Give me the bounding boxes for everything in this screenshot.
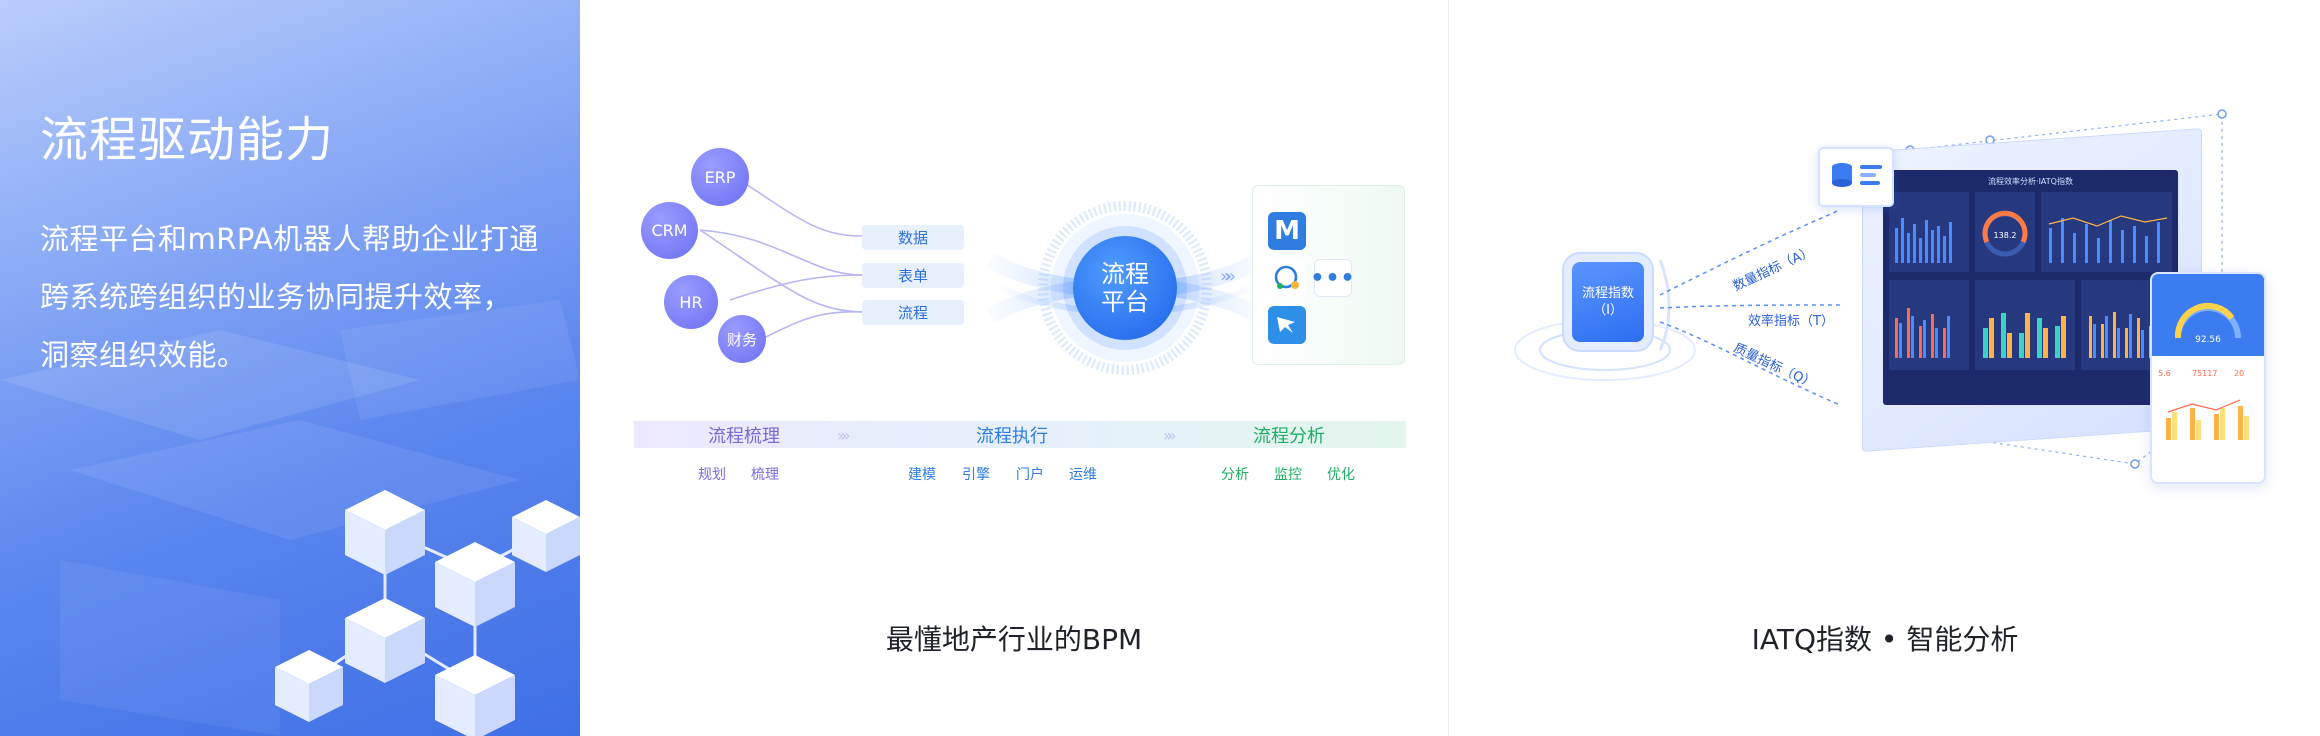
system-bubble-crm: CRM [641,202,698,259]
pill-process: 流程 [862,300,964,325]
process-index-core: 流程指数 （I） [1572,262,1644,342]
cube-shapes [275,490,580,736]
iatq-caption: IATQ指数 • 智能分析 [1751,623,2019,656]
substep-analyze: 分析 [1221,467,1249,483]
m-app-icon: M [1268,212,1306,250]
mobile-stat-1: 5.6 [2158,369,2171,378]
mobile-stat-3: 20 [2234,369,2244,378]
substep-ops: 运维 [1069,467,1097,483]
chevron-right-icon: »» [1163,426,1176,445]
pill-data: 数据 [862,225,964,250]
more-apps-icon: ••• [1310,259,1355,297]
substep-monitor: 监控 [1274,467,1302,483]
system-bubble-erp: ERP [691,148,749,206]
mobile-charts: 92.56 5.6 75117 20 [2152,288,2264,440]
mobile-header [2152,274,2264,288]
dashboard-title: 流程效率分析·IATQ指数 [1988,177,2073,186]
substep-optimize: 优化 [1327,467,1355,483]
database-icon [1818,147,1894,207]
mobile-gauge-value: 92.56 [2195,335,2221,345]
hero-background-shapes [0,300,580,736]
substep-plan: 规划 [698,467,726,483]
bpm-caption: 最懂地产行业的BPM [885,623,1143,656]
bpm-panel: 最懂地产行业的BPM [580,0,1449,736]
dashboard-charts: 138.2 [1889,192,2172,370]
dashboard-screen: 流程效率分析·IATQ指数 138.2 [1883,170,2178,405]
substep-model: 建模 [908,467,936,483]
stage-execution: 流程执行 [976,425,1048,447]
hero-panel: 流程驱动能力 流程平台和mRPA机器人帮助企业打通跨系统跨组织的业务协同提升效率… [0,0,580,736]
bird-app-icon [1268,306,1306,344]
stage-analysis: 流程分析 [1253,425,1325,447]
bpm-connection-lines [699,179,870,341]
arrow-to-apps-icon: »» [1220,266,1236,287]
system-bubble-hr: HR [664,275,718,329]
index-label-line2: （I） [1593,303,1623,318]
mobile-stat-2: 75117 [2192,369,2217,378]
hero-description: 流程平台和mRPA机器人帮助企业打通跨系统跨组织的业务协同提升效率，洞察组织效能… [40,222,539,372]
mobile-dashboard: 92.56 5.6 75117 20 [2150,272,2266,484]
metric-efficiency: 效率指标（T） [1748,314,1834,329]
substep-portal: 门户 [1016,467,1044,483]
substep-engine: 引擎 [962,467,990,483]
gauge-value: 138.2 [1994,231,2017,240]
index-label-line1: 流程指数 [1581,286,1634,301]
cube-network-illustration [275,490,580,736]
process-platform-core: 流程 平台 [1073,236,1177,340]
system-bubble-finance: 财务 [718,315,766,363]
hero-title: 流程驱动能力 [40,112,335,168]
chevron-right-icon: »» [837,426,850,445]
pill-form: 表单 [862,263,964,288]
stage-bar [634,421,1406,448]
stage-planning: 流程梳理 [708,425,780,447]
core-label-line1: 流程 [1101,260,1149,288]
substep-sort: 梳理 [751,467,779,483]
core-label-line2: 平台 [1101,288,1149,316]
chat-app-icon [1268,259,1306,297]
